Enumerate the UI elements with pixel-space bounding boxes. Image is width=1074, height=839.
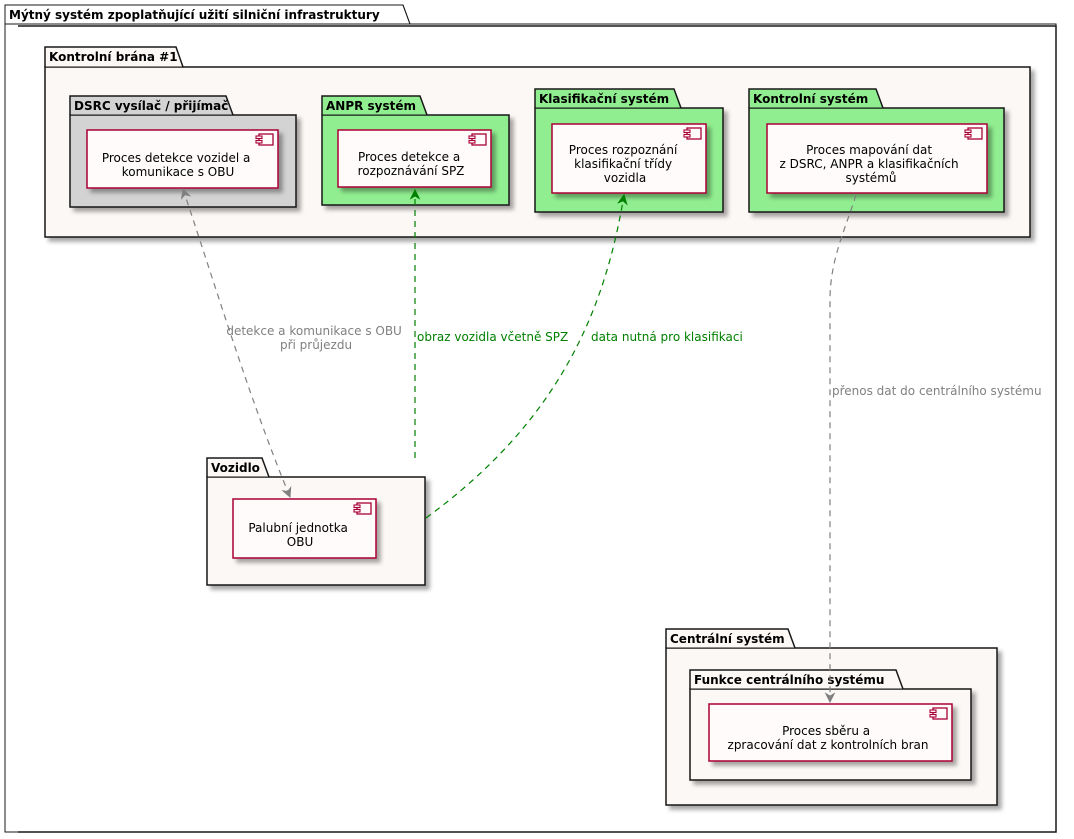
component-obu[interactable]: Palubní jednotka OBU	[232, 498, 377, 559]
package-dsrc-title: DSRC vysílač / přijímač	[74, 99, 228, 113]
package-vehicle-title: Vozidlo	[211, 461, 260, 475]
component-icon	[929, 707, 948, 720]
connector-control-central-label: přenos dat do centrálního systému	[832, 384, 1042, 398]
package-system: Mýtný systém zpoplatňující užití silničn…	[4, 4, 1057, 833]
connector-anpr-vehicle: obraz vozidla včetně SPZ	[409, 188, 568, 458]
component-obu-label: Palubní jednotka OBU	[248, 521, 351, 549]
package-system-title: Mýtný systém zpoplatňující užití silničn…	[9, 8, 380, 22]
component-icon	[353, 502, 372, 515]
package-central-functions-title: Funkce centrálního systému	[694, 673, 884, 687]
package-classification-title: Klasifikační systém	[539, 92, 669, 106]
connector-dsrc-obu: detekce a komunikace s OBU při průjezdu	[180, 187, 405, 498]
component-classification-process[interactable]: Proces rozpoznání klasifikační třídy voz…	[551, 123, 707, 194]
component-control-process[interactable]: Proces mapování dat z DSRC, ANPR a klasi…	[766, 123, 988, 194]
package-control-title: Kontrolní systém	[753, 92, 868, 106]
component-central-process-label: Proces sběru a zpracování dat z kontroln…	[728, 724, 929, 752]
connector-classification-vehicle-label: data nutná pro klasifikaci	[591, 330, 743, 344]
component-anpr-process[interactable]: Proces detekce a rozpoznávání SPZ	[337, 129, 492, 188]
connector-dsrc-obu-label: detekce a komunikace s OBU při průjezdu	[226, 324, 405, 352]
component-icon	[683, 127, 702, 140]
component-icon	[255, 133, 274, 146]
component-icon	[468, 133, 487, 146]
package-central-title: Centrální systém	[670, 632, 785, 646]
component-control-process-label: Proces mapování dat z DSRC, ANPR a klasi…	[780, 143, 963, 185]
component-central-process[interactable]: Proces sběru a zpracování dat z kontroln…	[708, 703, 953, 762]
component-classification-process-label: Proces rozpoznání klasifikační třídy voz…	[569, 143, 681, 185]
package-gate-title: Kontrolní brána #1	[49, 50, 178, 64]
package-anpr-title: ANPR systém	[326, 99, 416, 113]
component-dsrc-process[interactable]: Proces detekce vozidel a komunikace s OB…	[86, 129, 279, 189]
connector-control-central: přenos dat do centrálního systému	[824, 194, 1042, 704]
component-anpr-process-label: Proces detekce a rozpoznávání SPZ	[358, 150, 465, 178]
connector-classification-vehicle: data nutná pro klasifikaci	[425, 193, 743, 519]
component-dsrc-process-label: Proces detekce vozidel a komunikace s OB…	[102, 151, 254, 179]
component-icon	[964, 127, 983, 140]
connector-anpr-vehicle-label: obraz vozidla včetně SPZ	[417, 330, 568, 344]
